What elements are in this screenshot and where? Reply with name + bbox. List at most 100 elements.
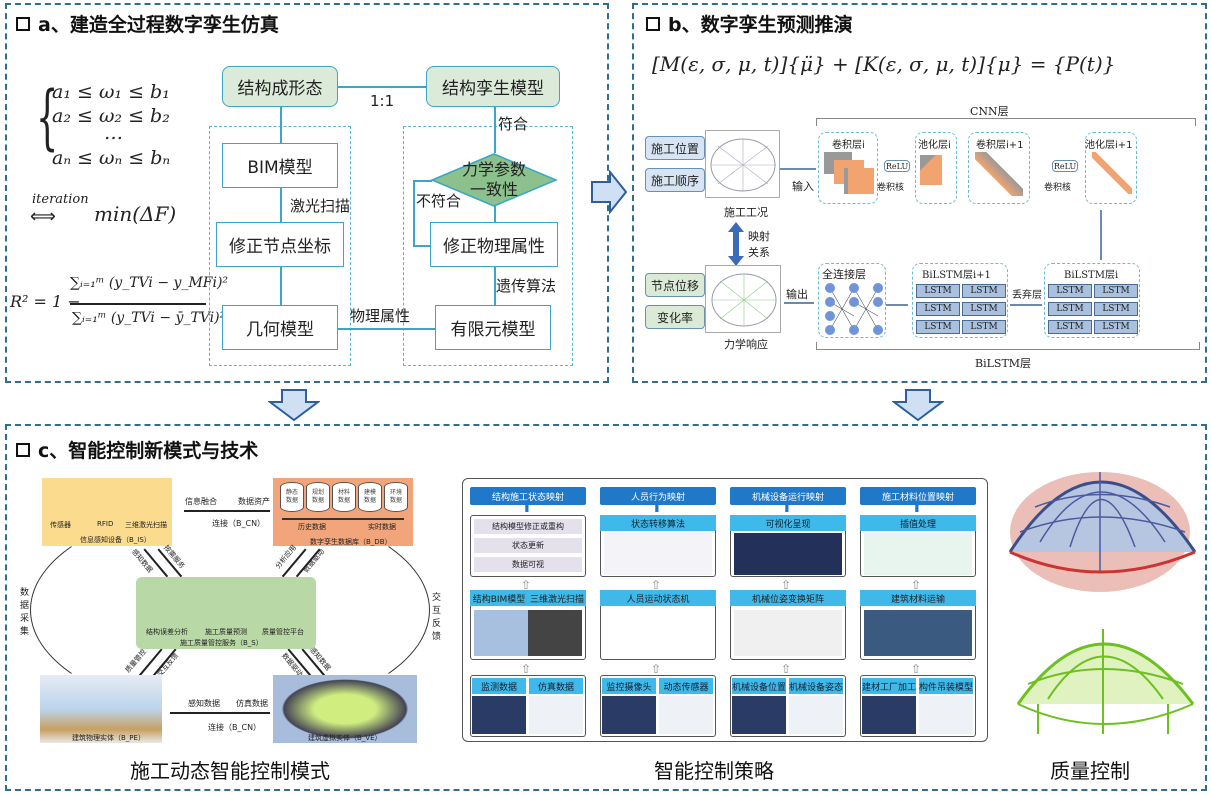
- lstm-cell: LSTM: [1094, 302, 1138, 316]
- strategy-mid-label: 人员运动状态机: [626, 595, 690, 605]
- kernel-label: 卷积核: [877, 183, 905, 193]
- cnn-to-bilstm-arrow: [1100, 210, 1102, 260]
- constraint-1: a₁ ≤ ω₁ ≤ b₁: [52, 81, 170, 103]
- db-cylinder-modeling: 建模数据: [358, 482, 382, 512]
- strategy-mid-title: [470, 590, 586, 606]
- kernel-label: 卷积核: [1044, 183, 1072, 193]
- constraint-n: aₙ ≤ ωₙ ≤ bₙ: [52, 147, 171, 169]
- virtual-entity-box: [273, 675, 417, 743]
- up-arrow-icon: ⬆: [651, 500, 663, 516]
- db-cylinder-static: 静态数据: [280, 482, 304, 512]
- link-sense-data: 感知数据: [188, 699, 220, 708]
- square-icon: [646, 16, 660, 31]
- up-arrow-icon: ⇧: [911, 578, 922, 592]
- up-arrow-icon: ⇧: [781, 662, 792, 676]
- laser-scan-label: 三维激光扫描: [125, 521, 167, 529]
- node-twin-model: 结构孪生模型: [426, 66, 560, 107]
- lstm-cell: LSTM: [1048, 320, 1092, 334]
- strategy-header: 施工材料位置映射: [860, 487, 976, 505]
- strategy-header: 结构施工状态映射: [470, 487, 586, 505]
- output-arrow-label: 输出: [786, 288, 808, 301]
- conv-layer-i1-label: 卷积层i+1: [976, 140, 1024, 151]
- square-icon: [16, 442, 30, 457]
- link-arrow: [184, 510, 270, 512]
- r2-numerator: ∑ᵢ₌₁ᵐ (y_TVi − y_MFi)²: [70, 275, 229, 291]
- feature-map: [844, 168, 874, 194]
- output-change-rate: 变化率: [645, 305, 705, 329]
- db-cylinder-material: 材料数据: [332, 482, 356, 512]
- bilstm-layer-i1: [912, 263, 1008, 338]
- strategy-mid-label: 结构BIM模型: [472, 595, 526, 605]
- mechanical-response-image: [705, 265, 781, 333]
- db-cylinder-environment: 环境数据: [384, 482, 408, 512]
- right-dashed-group: [403, 126, 573, 366]
- feature-map: [920, 155, 942, 185]
- steel-dome-image: [1008, 472, 1197, 592]
- node-fix-coords: 修正节点坐标: [216, 222, 344, 267]
- strategy-top-image: [734, 533, 842, 575]
- edge-1to1: [338, 86, 426, 88]
- arrow-bilstm-i-i1: [1010, 304, 1042, 306]
- iteration-label: iteration: [32, 192, 89, 207]
- service-item-3: 质量管控平台: [262, 628, 304, 636]
- strategy-mid-image: [474, 610, 582, 656]
- output-arrow: [784, 302, 814, 304]
- section-b: [632, 3, 1207, 383]
- edge-decision-twin: [494, 107, 496, 153]
- service-item-1: 结构误差分析: [146, 628, 188, 636]
- fully-connected-layer: [818, 263, 886, 338]
- node-fem: 有限元模型: [435, 305, 551, 350]
- pool-layer-i-label: 池化层i: [918, 140, 951, 151]
- sensing-label: 信息感知设备（B_IS）: [80, 536, 151, 544]
- physical-label: 建筑物理实体（B_PE）: [72, 734, 145, 742]
- output-node-displacement: 节点位移: [645, 273, 705, 297]
- input-arrow-label: 输入: [792, 180, 814, 193]
- constraint-2: a₂ ≤ ω₂ ≤ b₂: [52, 105, 170, 127]
- lstm-cell: LSTM: [962, 320, 1006, 334]
- strategy-bottom-label: 建材工厂加工: [862, 678, 916, 694]
- lstm-cell: LSTM: [962, 302, 1006, 316]
- relu-block: ReLU: [1052, 160, 1078, 172]
- node-bim: BIM模型: [222, 143, 338, 188]
- strategy-mid-image: [864, 610, 972, 656]
- bilstm-i1-label: BiLSTM层i+1: [922, 270, 991, 281]
- section-c: [5, 424, 1207, 791]
- strategy-bottom-image: [732, 696, 786, 734]
- link-data-asset: 数据资产: [238, 497, 270, 506]
- nomatch-label: 不符合: [416, 192, 462, 210]
- cnn-label: CNN层: [970, 105, 1009, 118]
- up-arrow-icon: ⇧: [521, 578, 532, 592]
- strategy-bottom-label: 动态传感器: [659, 678, 713, 694]
- conv-layer-i: [818, 132, 878, 204]
- strategy-top-item: 结构模型修正或重构: [474, 519, 582, 534]
- laser-label: 激光扫描: [290, 197, 351, 215]
- node-geometry: 几何模型: [222, 305, 338, 350]
- strategy-bottom-image: [862, 696, 916, 734]
- mode-caption: 施工动态智能控制模式: [130, 759, 330, 783]
- ratio-label: 1:1: [370, 92, 395, 110]
- lstm-cell: LSTM: [1048, 284, 1092, 298]
- arrow-down-icon: [892, 389, 944, 422]
- strategy-bottom-label: 机械设备姿态: [789, 678, 843, 694]
- link-sim-data: 仿真数据: [236, 699, 268, 708]
- arrow-down-icon: [268, 389, 320, 422]
- output-caption: 力学响应: [724, 338, 768, 351]
- bilstm-i-label: BiLSTM层i: [1064, 270, 1119, 281]
- edge-geom-fem: [338, 328, 435, 330]
- strategy-mid-image: [604, 610, 712, 656]
- lstm-cell: LSTM: [962, 284, 1006, 298]
- feature-map: [975, 152, 1023, 196]
- section-b-title: b、数字孪生预测推演: [646, 10, 853, 37]
- strategy-mid-label: 三维激光扫描: [529, 595, 584, 605]
- mapping-label: 映射关系: [748, 230, 770, 259]
- input-construction-sequence: 施工顺序: [645, 168, 705, 192]
- outer-loop: [30, 505, 430, 715]
- match-label: 符合: [498, 115, 529, 133]
- strategy-bottom-image: [919, 696, 973, 734]
- title-text: b、数字孪生预测推演: [668, 14, 853, 36]
- edge-fem-props: [494, 267, 496, 305]
- strategy-caption: 智能控制策略: [654, 759, 774, 783]
- up-arrow-icon: ⇧: [781, 578, 792, 592]
- up-arrow-icon: ⇧: [521, 662, 532, 676]
- up-arrow-icon: ⇧: [911, 662, 922, 676]
